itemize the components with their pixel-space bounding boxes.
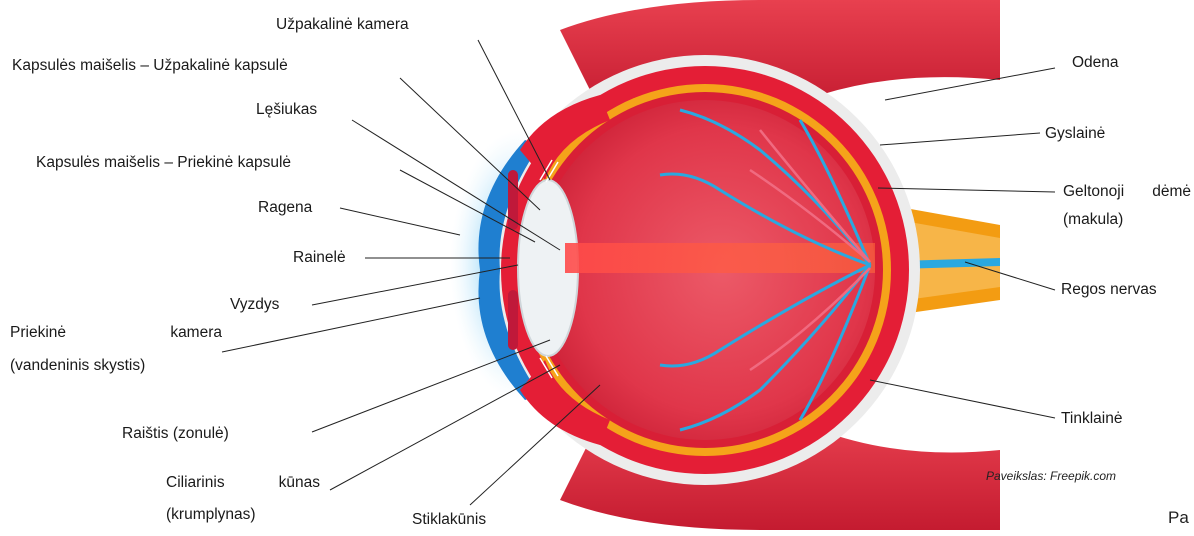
label-gyslaine: Gyslainė [1045,125,1105,143]
iris-bottom [508,290,518,350]
label-ciliarinis-word2: kūnas [279,474,320,492]
label-priekine-kamera-word2: kamera [170,324,222,342]
image-credit: Paveikslas: Freepik.com [986,469,1116,483]
label-makula: (makula) [1063,211,1123,229]
label-regos-nervas: Regos nervas [1061,281,1157,299]
label-geltonoji-word2: dėmė [1152,183,1191,201]
page-corner-text: Pa [1168,508,1189,528]
label-raistis: Raištis (zonulė) [122,425,229,443]
label-uzpakaline-kamera: Užpakalinė kamera [276,16,409,34]
label-priekine-kamera-word1: Priekinė [10,324,66,342]
label-odena: Odena [1072,54,1119,72]
label-ragena: Ragena [258,199,312,217]
label-ciliarinis: Ciliarinis kūnas [166,474,320,492]
label-geltonoji-deme: Geltonoji dėmė [1063,183,1191,201]
label-ciliarinis-word1: Ciliarinis [166,474,225,492]
label-rainele: Rainelė [293,249,346,267]
label-stiklakunis: Stiklakūnis [412,511,486,529]
label-lesiukas: Lęšiukas [256,101,317,119]
label-geltonoji-word1: Geltonoji [1063,183,1124,201]
label-krumplynas: (krumplynas) [166,506,256,524]
label-uzpakaline-kapsule: Kapsulės maišelis – Užpakalinė kapsulė [12,57,288,75]
label-tinklaine: Tinklainė [1061,410,1122,428]
label-vandeninis-skystis: (vandeninis skystis) [10,357,145,375]
label-priekine-kapsule: Kapsulės maišelis – Priekinė kapsulė [36,154,291,172]
label-priekine-kamera: Priekinė kamera [10,324,222,342]
label-vyzdys: Vyzdys [230,296,279,314]
